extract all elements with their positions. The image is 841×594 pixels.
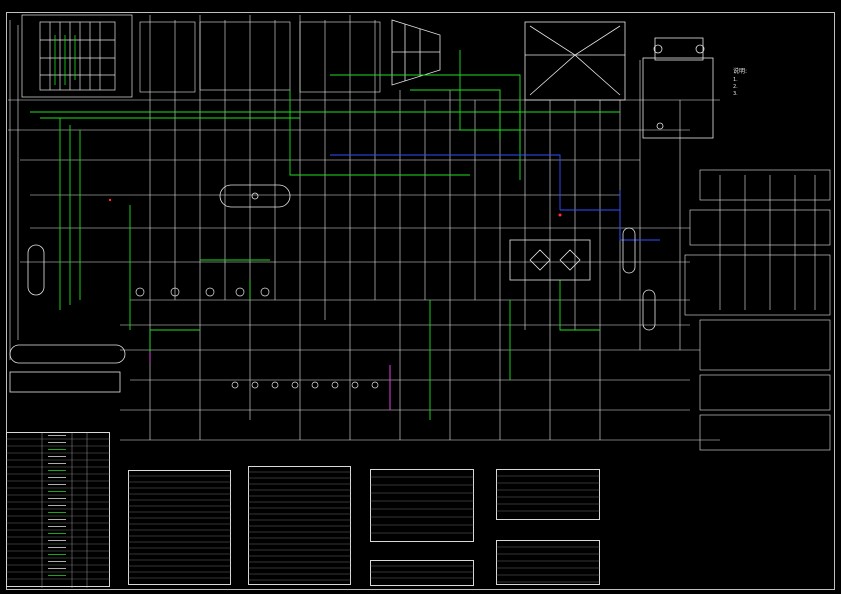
tank-right <box>622 227 656 331</box>
notes-title: 说明: <box>733 68 748 75</box>
valve-list-1 <box>370 469 474 542</box>
condenser <box>509 239 591 281</box>
valve-list-2 <box>370 560 474 586</box>
tank-left <box>9 244 126 393</box>
legend-table <box>6 432 110 588</box>
deaerator <box>219 184 291 208</box>
green-piping <box>30 50 620 420</box>
red-marks <box>108 198 562 217</box>
instrument-list-2 <box>496 540 600 585</box>
generator <box>642 37 714 139</box>
note-item-2: 2. <box>733 84 738 90</box>
boiler-green-tubes <box>54 35 76 85</box>
lp-turbine <box>524 21 626 101</box>
right-subsystem <box>684 169 831 451</box>
note-item-3: 3. <box>733 91 738 97</box>
equipment-list-1 <box>128 470 231 585</box>
magenta-marks <box>149 352 391 410</box>
equipment-list-2 <box>248 466 351 585</box>
instrument-list <box>496 469 600 520</box>
note-item-1: 1. <box>733 77 738 83</box>
blue-piping <box>330 154 660 241</box>
pump-row <box>135 287 379 389</box>
boiler-block <box>21 14 133 98</box>
drawing-frame <box>6 12 835 590</box>
drawing-notes: 说明: 1. 2. 3. <box>733 68 747 98</box>
main-piping <box>8 15 720 441</box>
hp-turbine <box>391 19 441 86</box>
